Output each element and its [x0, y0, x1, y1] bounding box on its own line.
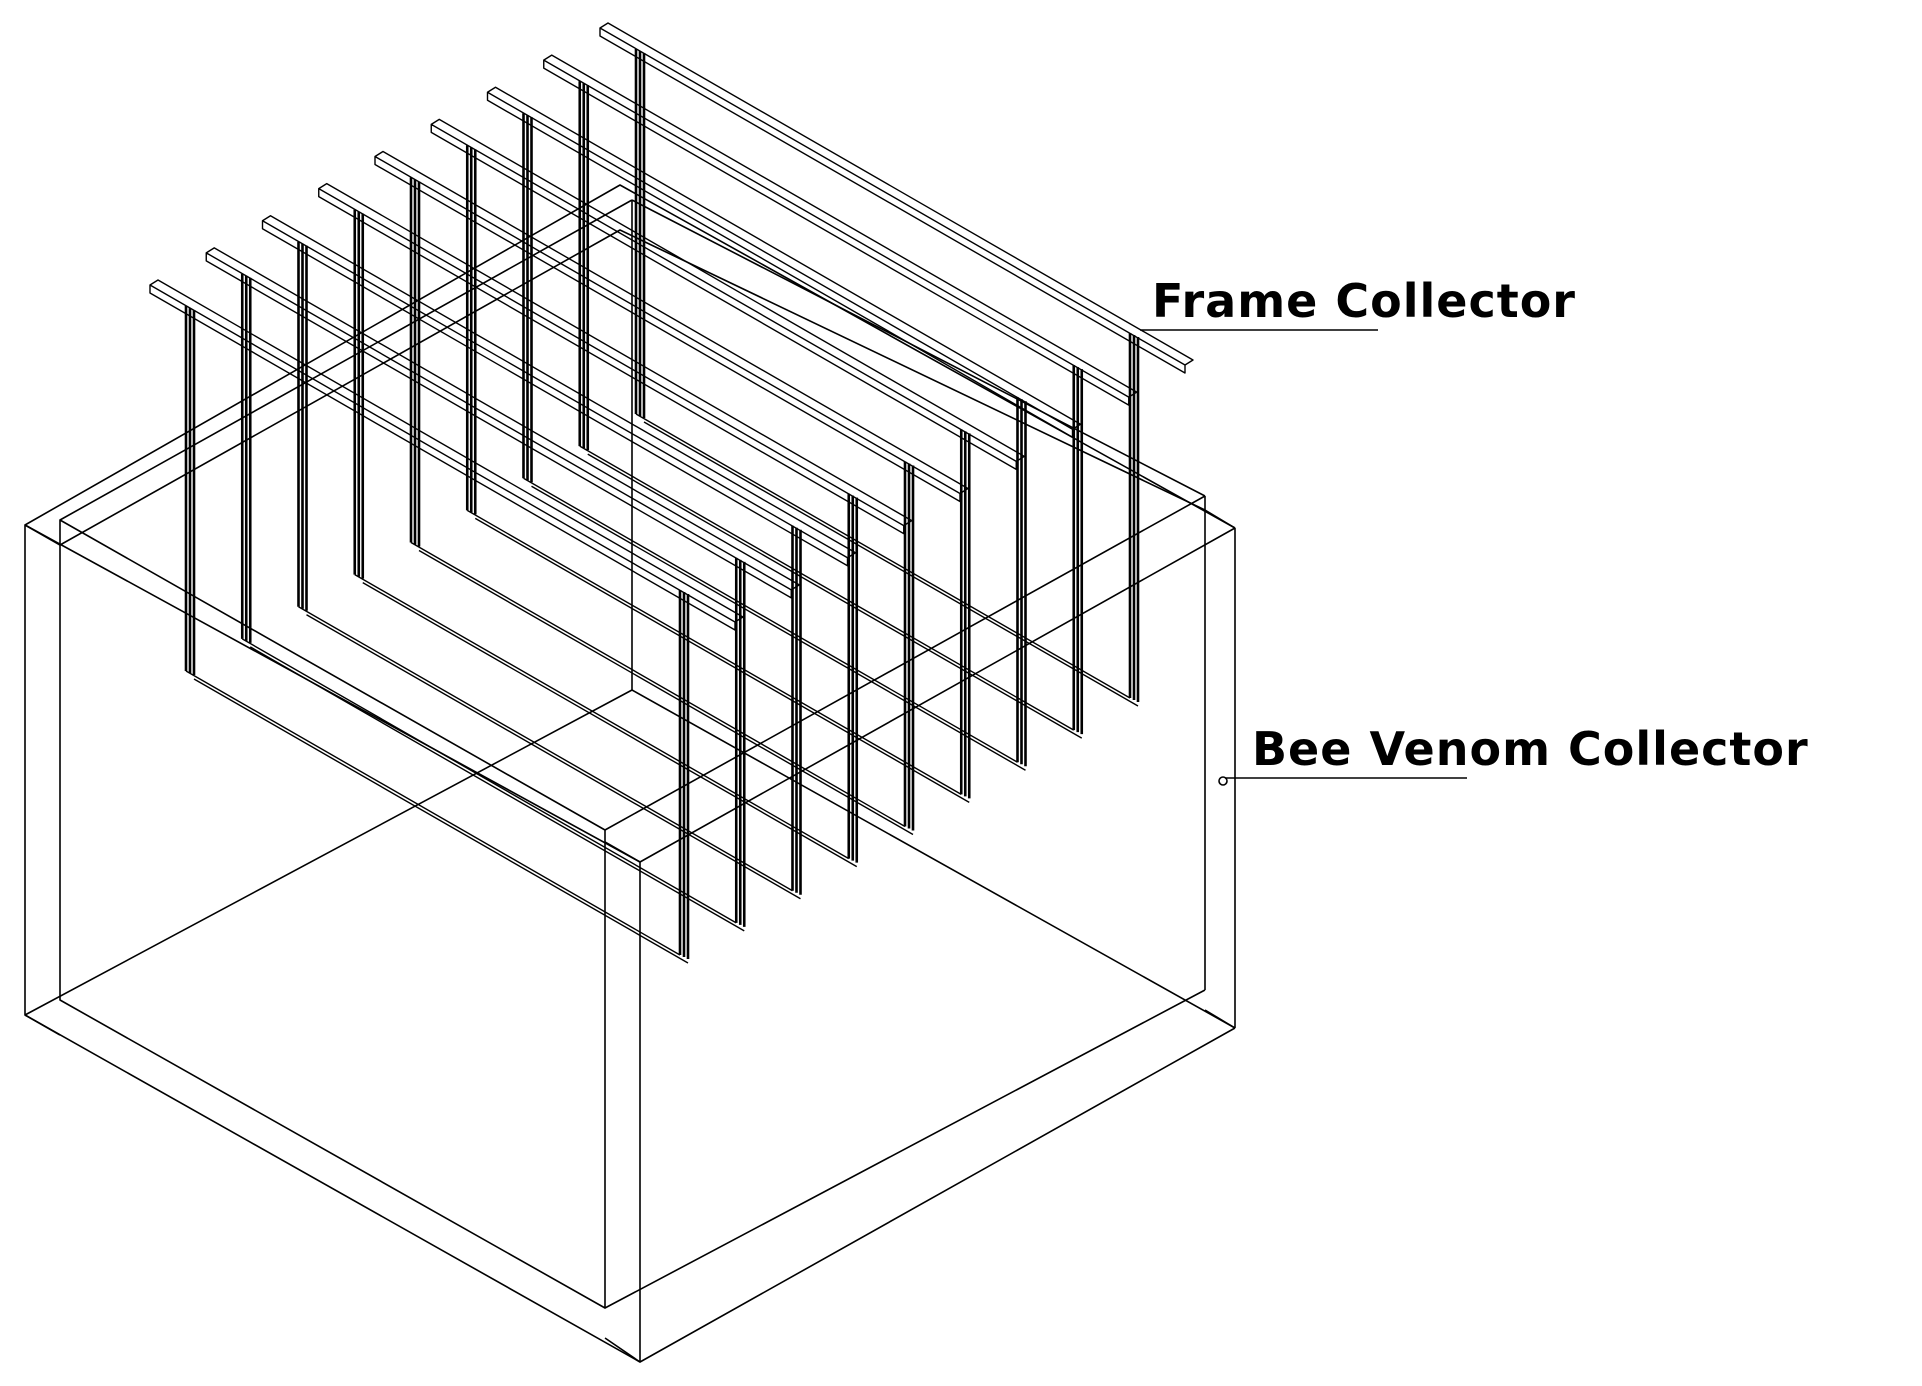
frame-left-bar	[578, 81, 590, 451]
frame-top-bar	[205, 247, 800, 599]
frame-top-bar	[486, 86, 1082, 438]
frame-collector-set	[149, 22, 1194, 964]
frame-right-bar	[1072, 365, 1084, 735]
frame-top-bar	[261, 215, 857, 567]
frame-collector	[261, 215, 857, 900]
frame-bottom-bar	[298, 606, 801, 900]
frame-right-bar	[791, 525, 802, 895]
frame-top-bar	[599, 22, 1194, 374]
frame-collector	[149, 279, 744, 964]
frame-left-bar	[297, 241, 308, 611]
frame-bottom-bar	[523, 477, 1026, 771]
leader-lines	[1140, 329, 1467, 786]
frame-left-bar	[634, 49, 646, 418]
frame-left-bar	[240, 273, 252, 643]
frame-collector	[599, 22, 1194, 707]
frame-right-bar	[1128, 333, 1140, 702]
frame-left-bar	[409, 177, 421, 547]
frame-left-bar	[184, 306, 196, 675]
frame-top-bar	[374, 150, 969, 503]
frame-top-bar	[430, 118, 1025, 471]
frame-top-bar	[318, 182, 913, 535]
frame-collector	[374, 150, 969, 836]
frame-collector	[205, 247, 800, 932]
frame-right-bar	[903, 461, 915, 831]
frame-bottom-bar	[466, 509, 970, 803]
frame-bottom-bar	[635, 413, 1139, 707]
frame-collector	[543, 54, 1138, 739]
frame-left-bar	[465, 145, 477, 515]
frame-bottom-bar	[354, 574, 858, 868]
bee-venom-collector-label: Bee Venom Collector	[1252, 722, 1809, 776]
frame-top-bar	[149, 279, 744, 631]
frame-bottom-bar	[579, 445, 1083, 739]
frame-collector-label: Frame Collector	[1152, 274, 1576, 328]
bee-venom-collector-pointer	[1218, 776, 1228, 786]
frame-right-bar	[734, 557, 746, 927]
frame-bottom-bar	[185, 670, 689, 964]
frame-right-bar	[959, 429, 971, 799]
frame-right-bar	[1016, 397, 1027, 767]
frame-right-bar	[678, 590, 690, 959]
frame-bottom-bar	[241, 638, 745, 932]
frame-collector	[430, 118, 1025, 803]
frame-left-bar	[522, 113, 533, 483]
frame-collector	[318, 182, 913, 868]
frame-left-bar	[353, 209, 365, 579]
frame-bottom-bar	[410, 541, 914, 836]
frame-right-bar	[847, 493, 859, 863]
frame-top-bar	[543, 54, 1138, 406]
frame-collector	[486, 86, 1082, 771]
